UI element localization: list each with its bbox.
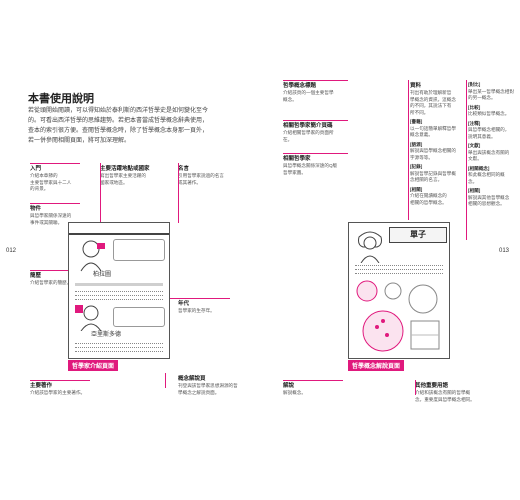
annotation-intro: 入門 介紹本章節的 主要哲學家與十二人 的背景。: [30, 165, 85, 193]
annotation-region: 主要活躍地點或國家 寫出哲學家主要活躍的 國家或地區。: [100, 165, 175, 186]
annotation-label: 主要著作: [30, 383, 53, 389]
annotation-works: 主要著作 介紹該哲學家的主要著作。: [30, 382, 100, 397]
annotation-label: 相關哲學家: [283, 156, 311, 162]
intro-line: 的。可看出西洋哲學的思維趨勢。若把本書當成哲學概念辭典使用，: [28, 118, 209, 124]
philosopher-sample-page: 柏拉圖 亞里斯多德: [68, 222, 170, 359]
quote-bubble: [113, 239, 165, 261]
annotation-desc: 寫出哲學家主要活躍的 國家或地區。: [100, 173, 146, 185]
annotation-bio: 簡歷 介紹哲學家的簡歷。: [30, 272, 85, 287]
annotation-label: 其他重要用語: [415, 383, 449, 389]
annotation-label: 名言: [178, 166, 190, 172]
annotation-other-terms: 其他重要用語 介紹和該概念有關的哲學概 念，重要度與哲學概念相同。: [415, 382, 505, 403]
annotation-desc: 引用哲學家說過的名言 或其著作。: [178, 173, 224, 185]
annotation-desc: 介紹哲學家的簡歷。: [30, 280, 72, 285]
intro-paragraph: 若從頭開始閱讀，可以得知始於泰利斯的西洋哲學史是如何變化至今 的。可看出西洋哲學…: [28, 106, 248, 146]
annotation-desc: 刊登與該哲學家思想淵源的哲 學概念之解說頁面。: [178, 383, 238, 395]
annotation-label: 解說: [283, 383, 295, 389]
annotation-label: 入門: [30, 166, 42, 172]
annotation-era: 年代 哲學家的生存年。: [178, 300, 238, 315]
plato-illustration: [80, 240, 105, 272]
annotation-label: 年代: [178, 301, 190, 307]
annotation-related-page: 相關哲學家簡介頁碼 介紹相關哲學家的頁面所 在。: [283, 122, 353, 143]
philosopher-page-tag: 哲學家介紹頁面: [68, 360, 119, 371]
annotation-concept-title: 哲學概念標題 介紹該頁的一個主要哲學 概念。: [283, 82, 353, 103]
aristotle-illustration: [75, 305, 102, 331]
side-note-label: [語源]: [410, 141, 423, 147]
concept-page-tag: 哲學概念解說頁面: [348, 360, 405, 371]
annotation-desc: 介紹本章節的 主要哲學家與十二人 的背景。: [30, 173, 72, 191]
annotation-quote: 名言 引用哲學家說過的名言 或其著作。: [178, 165, 238, 186]
concept-sample-page: 單子: [348, 222, 450, 359]
philosopher-name: 柏拉圖: [93, 272, 112, 278]
annotation-desc: 介紹該頁的一個主要哲學 概念。: [283, 90, 334, 102]
intro-line: 若一併參閱相關頁面，將可加深理解。: [28, 138, 131, 144]
annotation-label: 概念解說頁: [178, 376, 206, 382]
annotation-desc: 與哲學概念關係深遠的Q版 哲學家圖。: [283, 163, 338, 175]
annotation-desc: 介紹相關哲學家的頁面所 在。: [283, 130, 334, 142]
philosopher-name: 亞里斯多德: [91, 332, 122, 338]
concept-title: 單子: [410, 230, 426, 239]
annotation-related-philosopher: 相關哲學家 與哲學概念關係深遠的Q版 哲學家圖。: [283, 155, 353, 176]
far-notes: [對比] 舉出某一哲學概念相對的另一概念。 [比較] 比較類似哲學概念。 [注釋…: [468, 82, 514, 206]
annotation-desc: 解說概念。: [283, 390, 306, 395]
annotation-label: 相關哲學家簡介頁碼: [283, 123, 333, 129]
annotation-object: 物件 與哲學家關係深遠的 事件或其關聯。: [30, 205, 85, 226]
annotation-label: 簡歷: [30, 273, 42, 279]
concept-diagram: [356, 280, 440, 352]
annotation-desc: 哲學家的生存年。: [178, 308, 215, 313]
annotation-desc: 與哲學家關係深遠的 事件或其關聯。: [30, 213, 72, 225]
annotation-label: 主要活躍地點或國家: [100, 166, 150, 172]
concept-title-bar: 單子: [389, 227, 447, 243]
annotation-label: 物件: [30, 206, 42, 212]
side-note-label: [相關]: [410, 186, 423, 192]
intro-line: 查本的索引很方便。查閱哲學概念時，除了哲學概念本身那一頁外，: [28, 128, 209, 134]
annotation-concept-page: 概念解說頁 刊登與該哲學家思想淵源的哲 學概念之解說頁面。: [178, 375, 258, 396]
philosopher-chibi-illustration: [358, 231, 382, 263]
page-title: 本書使用說明: [28, 93, 94, 105]
intro-line: 若從頭開始閱讀，可以得知始於泰利斯的西洋哲學史是如何變化至今: [28, 108, 209, 114]
page-number-right: 013: [499, 248, 510, 254]
annotation-explanation: 解說 解說概念。: [283, 382, 333, 397]
side-note-label: 資料: [410, 83, 422, 89]
annotation-desc: 介紹和該概念有關的哲學概 念，重要度與哲學概念相同。: [415, 390, 475, 402]
side-notes: 資料 刊出有助於理解新哲 學概念的資訊，這概念 的不同，其說法下有 所不同。 […: [410, 82, 470, 206]
side-note-label: [書籍]: [410, 119, 423, 124]
side-note-label: [記錄]: [410, 164, 423, 169]
annotation-desc: 介紹該哲學家的主要著作。: [30, 390, 86, 395]
quote-bubble: [113, 307, 165, 327]
page-number-left: 012: [6, 248, 17, 254]
annotation-label: 哲學概念標題: [283, 83, 317, 89]
